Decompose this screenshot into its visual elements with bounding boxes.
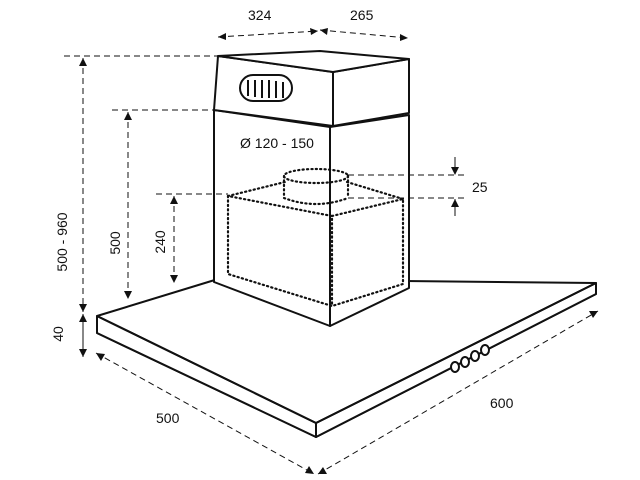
control-button (460, 356, 470, 368)
control-button (450, 361, 460, 373)
vent-grille-icon (239, 74, 293, 102)
lower-chimney (213, 109, 410, 327)
canopy-top-edge (96, 315, 317, 424)
dim-chimney-width (217, 28, 319, 40)
label-total-height: 500 - 960 (54, 212, 70, 271)
dim-lower-chimney-height (112, 109, 214, 299)
canopy-top-right-edge (315, 282, 597, 424)
duct-collar-hidden (282, 167, 350, 206)
label-motor-box-height: 240 (152, 230, 168, 254)
dim-total-height (64, 55, 218, 312)
label-canopy-thickness: 40 (50, 326, 66, 342)
dim-duct-collar-height (348, 157, 468, 216)
control-buttons (450, 344, 490, 373)
dim-canopy-depth (95, 352, 315, 475)
label-chimney-width: 324 (248, 7, 272, 23)
label-duct-diameter: Ø 120 - 150 (240, 135, 314, 151)
dim-canopy-width (317, 310, 599, 475)
label-duct-collar-height: 25 (472, 179, 488, 195)
label-lower-chimney-height: 500 (107, 231, 123, 255)
label-chimney-depth: 265 (350, 7, 374, 23)
motor-box-hidden (226, 180, 405, 308)
control-button (480, 344, 490, 356)
dim-motor-box-height (156, 193, 228, 283)
dim-canopy-thickness (79, 314, 87, 357)
upper-chimney-top (217, 50, 410, 73)
label-canopy-width: 600 (490, 395, 514, 411)
dim-chimney-depth (319, 28, 409, 41)
canopy (96, 278, 597, 438)
control-button (470, 350, 480, 362)
lower-chimney-side (329, 114, 410, 327)
label-canopy-depth: 500 (156, 410, 180, 426)
